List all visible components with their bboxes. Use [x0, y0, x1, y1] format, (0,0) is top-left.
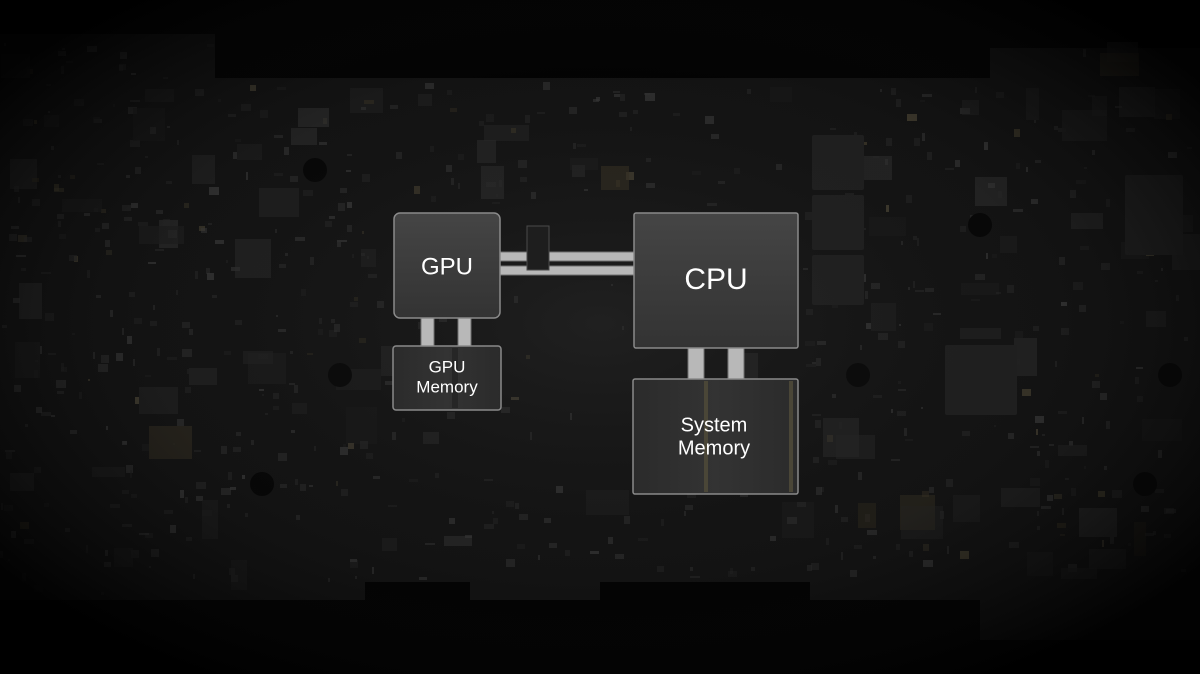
- gpu-memory-chip: GPU Memory: [392, 345, 502, 411]
- cpu-memory-bus-left: [687, 347, 705, 381]
- gpu-memory-bus-left: [420, 317, 435, 347]
- interconnects: [420, 225, 745, 381]
- system-memory-chip: System Memory: [632, 378, 799, 495]
- bus-connector: [526, 225, 550, 271]
- cpu-memory-bus-right: [727, 347, 745, 381]
- system-memory-label-line2: Memory: [678, 437, 750, 459]
- gpu-cpu-bus-upper: [499, 251, 635, 262]
- gpu-label: GPU: [421, 253, 473, 280]
- gpu-memory-bus-right: [457, 317, 472, 347]
- cpu-chip: CPU: [633, 212, 799, 349]
- cpu-label: CPU: [684, 263, 747, 296]
- gpu-cpu-bus-lower: [499, 265, 635, 276]
- gpu-memory-label-line2: Memory: [416, 377, 478, 396]
- system-memory-label-line1: System: [681, 414, 748, 436]
- gpu-memory-label-line1: GPU: [429, 357, 466, 376]
- gpu-chip: GPU: [393, 212, 501, 319]
